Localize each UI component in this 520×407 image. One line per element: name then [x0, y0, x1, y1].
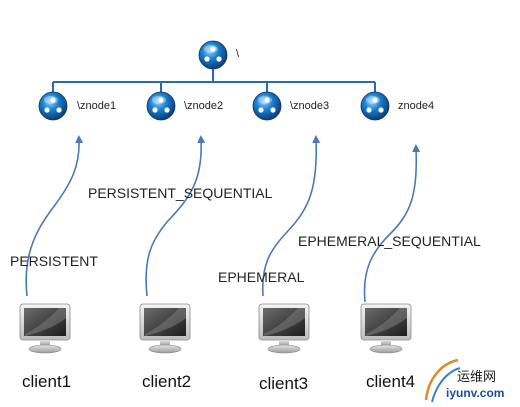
znode2-icon — [146, 91, 176, 121]
arrow-client4-znode4 — [363, 144, 421, 303]
client2-monitor-icon — [139, 303, 191, 354]
znode2-label: \znode2 — [184, 100, 224, 112]
client1-label: client1 — [22, 372, 72, 391]
client3-monitor-icon — [258, 303, 310, 354]
client2-label: client2 — [142, 372, 192, 391]
watermark-cn-text: 运维网 — [457, 369, 497, 384]
znode3-icon — [252, 91, 282, 121]
watermark-en-text: iyunv.com — [446, 386, 505, 400]
client4-monitor-icon — [360, 303, 412, 354]
mode-label-persistent: PERSISTENT — [10, 253, 98, 269]
znode4-icon — [360, 91, 390, 121]
arrow-client2-znode2 — [145, 135, 206, 297]
znode1-label: \znode1 — [77, 100, 117, 112]
znode4-label: znode4 — [398, 100, 435, 112]
watermark-logo-icon — [424, 358, 461, 403]
tree-connectors — [52, 68, 376, 92]
mode-label-ephemeral-sequential: EPHEMERAL_SEQUENTIAL — [298, 233, 481, 249]
client4-label: client4 — [366, 372, 416, 391]
znode3-label: \znode3 — [290, 100, 330, 112]
mode-label-persistent-sequential: PERSISTENT_SEQUENTIAL — [88, 185, 273, 201]
arrow-client3-znode3 — [261, 135, 321, 297]
client1-monitor-icon — [19, 303, 71, 354]
arrow-client1-znode1 — [25, 135, 84, 297]
root-node-icon — [198, 40, 228, 70]
mode-label-ephemeral: EPHEMERAL — [218, 269, 305, 285]
client3-label: client3 — [259, 374, 309, 393]
znode1-icon — [38, 91, 68, 121]
root-node-label: \ — [236, 48, 240, 60]
creation-arrows — [25, 135, 421, 303]
